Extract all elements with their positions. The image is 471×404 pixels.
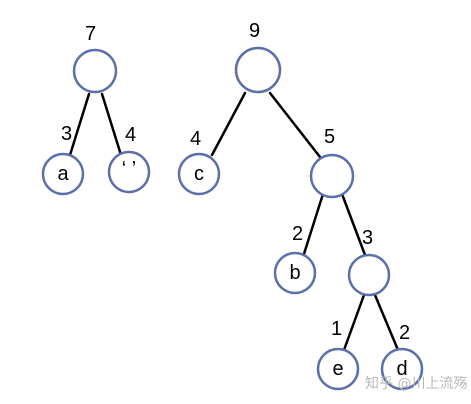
node-5 xyxy=(309,153,355,199)
leaf-b xyxy=(273,251,317,295)
edge-weight-a: 3 xyxy=(61,123,72,145)
leaf-label-e: e xyxy=(332,358,343,380)
leaf-a xyxy=(41,152,85,196)
edge-7-a xyxy=(68,92,91,157)
leaf-label-b: b xyxy=(289,262,300,284)
edge-weight-c: 4 xyxy=(190,128,201,150)
leaf-e xyxy=(316,347,360,391)
edge-7-space xyxy=(100,92,123,157)
edge-3-d xyxy=(373,293,400,352)
leaf-d xyxy=(380,347,424,391)
edge-weight-space: 4 xyxy=(125,124,136,146)
leaf-label-space: ‘ ’ xyxy=(122,158,136,180)
edge-weight-3: 3 xyxy=(362,227,373,249)
node-root-7 xyxy=(72,48,118,94)
leaf-c xyxy=(177,152,221,196)
edge-weight-d: 2 xyxy=(399,322,410,344)
edge-weight-e: 1 xyxy=(331,318,342,340)
root-weight-9: 9 xyxy=(249,20,260,42)
leaf-label-d: d xyxy=(396,358,407,380)
edge-weight-b: 2 xyxy=(292,223,303,245)
edge-9-c xyxy=(210,91,247,157)
edge-3-e xyxy=(342,293,366,352)
edge-9-5 xyxy=(268,91,322,159)
leaf-label-a: a xyxy=(57,163,69,185)
leaf-label-c: c xyxy=(194,163,204,185)
edge-5-3 xyxy=(340,192,367,257)
node-root-9 xyxy=(234,46,282,94)
node-3 xyxy=(347,253,391,297)
leaf-space xyxy=(107,150,151,194)
edge-5-b xyxy=(301,192,325,259)
watermark: 知乎 @川上流殇 xyxy=(365,375,467,392)
root-weight-7: 7 xyxy=(85,23,96,45)
edge-weight-5: 5 xyxy=(324,126,335,148)
